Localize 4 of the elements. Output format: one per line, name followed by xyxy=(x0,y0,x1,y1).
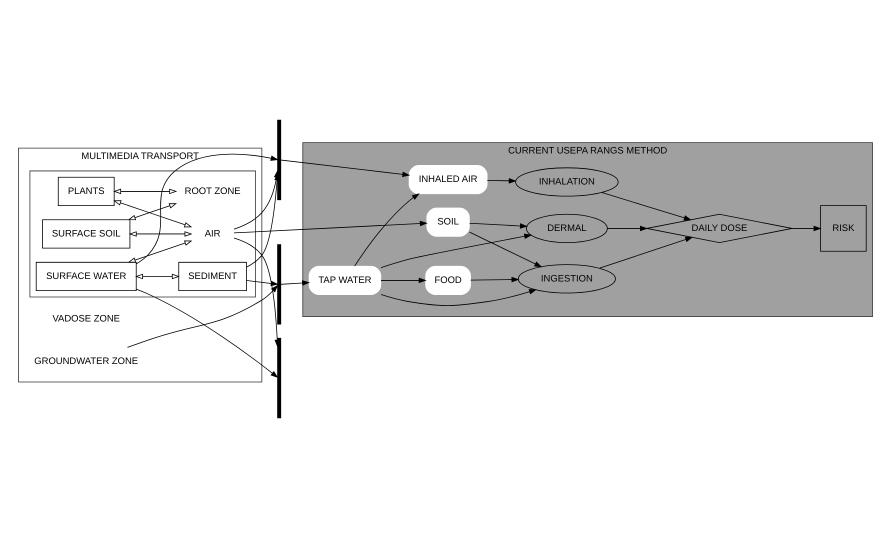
node-text: ROOT ZONE xyxy=(184,186,241,197)
node-text: VADOSE ZONE xyxy=(52,313,120,324)
node-text: AIR xyxy=(204,228,220,240)
node-text: GROUNDWATER ZONE xyxy=(34,356,138,367)
